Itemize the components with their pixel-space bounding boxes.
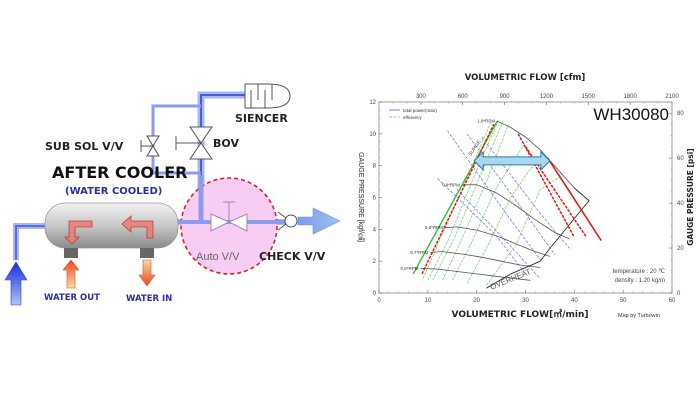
y2-tick-label: 40 bbox=[677, 201, 684, 207]
x-tick-label: 50 bbox=[620, 298, 627, 304]
x2-tick-label: 1500 bbox=[582, 94, 596, 100]
choke-line bbox=[486, 187, 590, 289]
speed-line bbox=[430, 251, 541, 268]
speed-line-label: 0.9*RPM bbox=[442, 182, 460, 187]
x-tick-label: 10 bbox=[424, 298, 431, 304]
after-cooler-tank bbox=[44, 202, 179, 249]
coolant-flow-arrows bbox=[64, 215, 154, 245]
water-out-arrow-icon bbox=[62, 259, 80, 289]
check-valve-label: CHECK V/V bbox=[259, 250, 326, 263]
speed-line-label: 0.6*RPM bbox=[400, 266, 418, 271]
x-tick-label: 20 bbox=[473, 298, 480, 304]
y-tick-label: 12 bbox=[369, 100, 376, 106]
x2-tick-label: 1800 bbox=[623, 94, 637, 100]
air-outlet-arrow-icon bbox=[297, 207, 341, 235]
after-cooler-title: AFTER COOLER bbox=[52, 163, 187, 182]
top-axis-label: VOLUMETRIC FLOW [cfm] bbox=[465, 73, 586, 83]
bottom-axis-label: VOLUMETRIC FLOW[㎥/min] bbox=[452, 308, 589, 320]
legend: total power(ratio) efficiency bbox=[389, 108, 437, 120]
y2-tick-label: 80 bbox=[677, 111, 684, 117]
sub-sol-valve-icon bbox=[140, 135, 160, 157]
power-line bbox=[447, 130, 541, 260]
x-tick-label: 0 bbox=[377, 298, 381, 304]
x2-tick-label: 1200 bbox=[540, 94, 554, 100]
speed-line bbox=[497, 120, 590, 202]
efficiency-line bbox=[442, 124, 509, 281]
x-tick-label: 60 bbox=[669, 298, 676, 304]
limit-line-dashed bbox=[517, 133, 575, 238]
air-inlet-arrow-icon bbox=[4, 261, 28, 306]
x-tick-label: 40 bbox=[571, 298, 578, 304]
after-cooler-subtitle: (WATER COOLED) bbox=[65, 186, 162, 197]
y-tick-label: 4 bbox=[373, 227, 377, 233]
blow-off-valve-icon bbox=[175, 126, 213, 160]
speed-line bbox=[444, 226, 551, 257]
chart-title: WH30080 bbox=[593, 105, 669, 124]
limit-line-dashed bbox=[421, 123, 495, 275]
y2-tick-label: 0 bbox=[677, 291, 681, 297]
auto-valve-highlight bbox=[180, 177, 278, 275]
water-in-arrow-icon bbox=[138, 259, 156, 287]
legend-entry-efficiency: efficiency bbox=[403, 115, 422, 120]
power-line bbox=[456, 189, 541, 279]
sub-sol-valve-label: SUB SOL V/V bbox=[45, 140, 124, 153]
y-tick-label: 8 bbox=[373, 164, 377, 170]
bov-label: BOV bbox=[213, 137, 239, 150]
condition-temperature: temperature : 20 ℃ bbox=[613, 269, 666, 275]
speed-line-label: 0.8*RPM bbox=[425, 225, 443, 230]
x2-tick-label: 300 bbox=[416, 94, 427, 100]
silencer-icon bbox=[244, 83, 291, 109]
y-tick-label: 2 bbox=[373, 259, 377, 265]
auto-valve-label: Auto V/V bbox=[196, 251, 240, 263]
right-axis-label: GAUGE PRESSURE [psi] bbox=[686, 148, 695, 245]
y2-tick-label: 60 bbox=[677, 156, 684, 162]
y-tick-label: 6 bbox=[373, 196, 377, 202]
limit-line-solid bbox=[546, 157, 602, 241]
after-cooler-process-diagram: SIENCER SUB SOL V/V BOV AFTER COOLER (WA… bbox=[4, 83, 341, 306]
legend-entry-power: total power(ratio) bbox=[403, 108, 437, 113]
water-out-label: WATER OUT bbox=[44, 293, 100, 303]
plot-area bbox=[378, 101, 673, 294]
speed-line-label: 0.7*RPM bbox=[410, 250, 428, 255]
silencer-label: SIENCER bbox=[235, 112, 288, 125]
water-in-label: WATER IN bbox=[126, 294, 172, 304]
check-valve-icon bbox=[277, 211, 298, 231]
y-tick-label: 10 bbox=[369, 132, 376, 138]
efficiency-line bbox=[427, 119, 499, 281]
x2-tick-label: 600 bbox=[458, 94, 469, 100]
efficiency-line bbox=[422, 120, 492, 279]
auto-valve-icon bbox=[210, 201, 248, 232]
operating-range-arrow bbox=[473, 150, 551, 172]
y2-tick-label: 20 bbox=[677, 246, 684, 252]
x2-tick-label: 900 bbox=[500, 94, 511, 100]
x-tick-label: 30 bbox=[522, 298, 529, 304]
condition-density: density : 1.20 kg/m bbox=[615, 278, 665, 284]
x2-tick-label: 2100 bbox=[665, 94, 679, 100]
y-tick-label: 0 bbox=[373, 291, 377, 297]
speed-line-label: 1.0*RPM bbox=[477, 119, 495, 124]
speed-line bbox=[462, 184, 570, 240]
left-axis-label: GAUGE PRESSURE [kgf/㎠] bbox=[357, 152, 365, 242]
speed-line bbox=[420, 267, 531, 281]
efficiency-line bbox=[432, 119, 504, 281]
chart-credit: Map by Turbowin bbox=[618, 313, 660, 319]
